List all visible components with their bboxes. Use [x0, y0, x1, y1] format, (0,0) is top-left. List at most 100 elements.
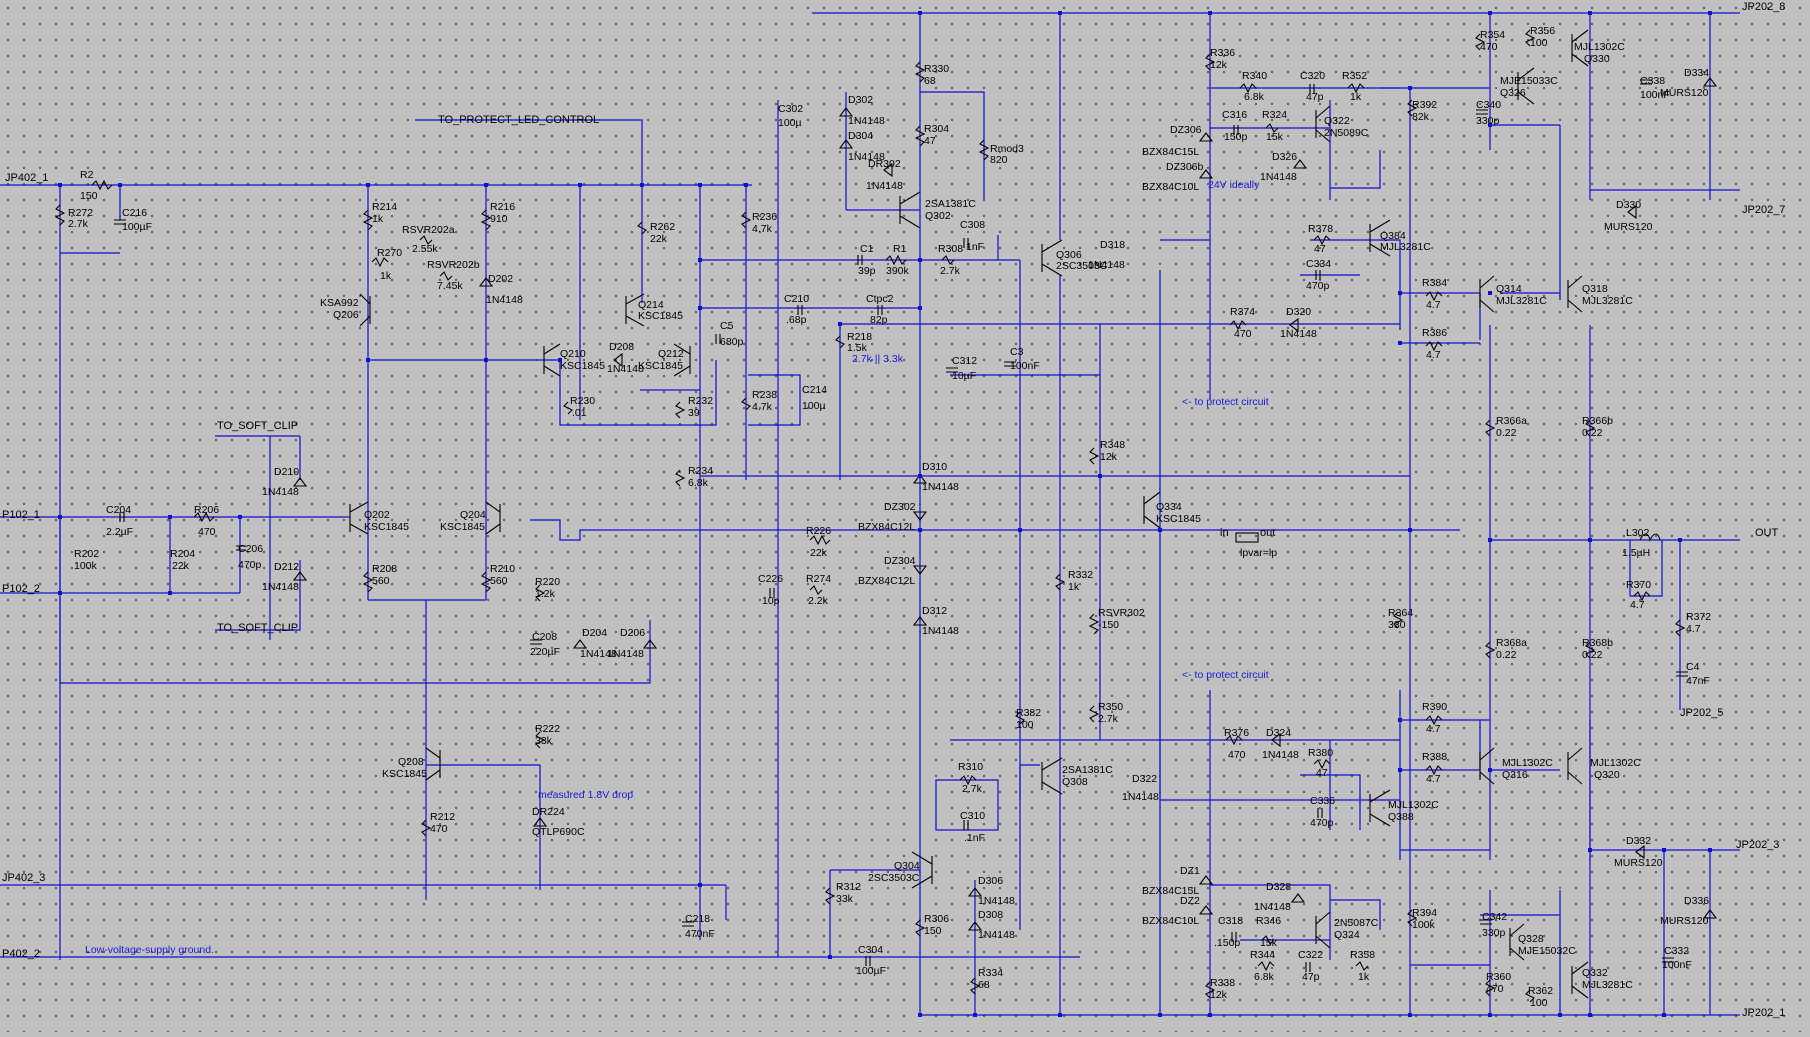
component-label: 4.7	[1686, 623, 1701, 635]
component-label: R270	[377, 247, 402, 259]
component-label: R370	[1626, 579, 1651, 591]
component-label: L302	[1626, 527, 1650, 539]
net-label: JP202_3	[1736, 839, 1779, 851]
component-label: R226	[806, 525, 831, 537]
component-label: C304	[858, 944, 883, 956]
component-label: C310	[960, 810, 985, 822]
component-label: .150p	[1214, 937, 1240, 949]
component-label: C302	[778, 103, 803, 115]
component-label: R220	[535, 576, 560, 588]
component-label: R366a	[1496, 415, 1527, 427]
component-label: 4.7k	[752, 401, 773, 413]
component-label: 33k	[836, 893, 854, 905]
component-label: R330	[924, 63, 949, 75]
net-label: TO_SOFT_CLIP	[217, 420, 298, 432]
component-label: R312	[836, 881, 861, 893]
component-label: 1N4148	[1254, 901, 1291, 913]
component-label: Q384	[1380, 230, 1406, 242]
component-label: D320	[1286, 306, 1311, 318]
component-label: KSC1845	[560, 360, 605, 372]
component-label: C340	[1476, 99, 1501, 111]
component-label: D328	[1266, 881, 1291, 893]
component-label: DR224	[532, 806, 565, 818]
component-label: 2.7k	[940, 265, 961, 277]
junction-dot	[1408, 1013, 1412, 1017]
junction-dot	[1488, 1013, 1492, 1017]
annotation-note: measured 1.8V drop	[538, 789, 633, 801]
net-label: JP202_5	[1680, 707, 1723, 719]
component-label: MJL1302C	[1502, 757, 1553, 769]
annotation-note: <- to protect circuit	[1182, 669, 1269, 681]
component-label: 1N4148	[607, 363, 644, 375]
component-label: 4.7	[1426, 773, 1441, 785]
net-label: P402_2	[2, 948, 40, 960]
component-label: R202	[74, 548, 99, 560]
junction-dot	[1398, 341, 1402, 345]
component-label: Q326	[1500, 87, 1526, 99]
component-label: R274	[806, 573, 831, 585]
component-label: R230	[570, 395, 595, 407]
junction-dot	[640, 183, 644, 187]
component-label: C322	[1298, 949, 1323, 961]
component-label: Q208	[398, 756, 424, 768]
component-label: Rmod3	[990, 143, 1024, 155]
component-label: D310	[922, 461, 947, 473]
junction-dot	[918, 306, 922, 310]
component-label: D208	[609, 341, 634, 353]
component-label: 12k	[1210, 59, 1228, 71]
component-label: 100	[1530, 37, 1548, 49]
component-label: 4.7	[1426, 723, 1441, 735]
component-label: C318	[1218, 915, 1243, 927]
component-label: Q334	[1156, 501, 1182, 513]
junction-dot	[1018, 528, 1022, 532]
component-label: R392	[1412, 99, 1437, 111]
component-label: C206	[238, 543, 263, 555]
junction-dot	[1488, 291, 1492, 295]
component-label: 1N4148	[866, 180, 903, 192]
component-label: MJL1302C	[1574, 41, 1625, 53]
component-label: BZX84C15L	[1142, 885, 1199, 897]
component-label: 100µF	[122, 221, 152, 233]
component-label: R368b	[1582, 637, 1613, 649]
component-label: BZX84C12L	[858, 575, 915, 587]
component-label: Q388	[1388, 811, 1414, 823]
component-label: 15k	[1266, 131, 1284, 143]
component-label: 470p	[238, 559, 262, 571]
component-label: R388	[1422, 751, 1447, 763]
component-label: Q328	[1518, 933, 1544, 945]
component-label: MURS120	[1604, 221, 1653, 233]
component-label: 1.2k	[535, 588, 556, 600]
junction-dot	[698, 258, 702, 262]
junction-dot	[918, 528, 922, 532]
component-label: C216	[122, 207, 147, 219]
component-label: 150	[924, 925, 942, 937]
component-label: R234	[688, 465, 713, 477]
component-label: 22k	[810, 547, 828, 559]
junction-dot	[918, 1013, 922, 1017]
junction-dot	[1158, 528, 1162, 532]
component-label: R210	[490, 563, 515, 575]
component-label: 1N4148	[486, 294, 523, 306]
component-label: MJE15033C	[1500, 75, 1558, 87]
component-label: C336	[1310, 795, 1335, 807]
component-label: R358	[1350, 949, 1375, 961]
component-label: 1N4148	[1262, 749, 1299, 761]
net-labels: JP402_1JP402_3P402_2P102_1P102_2TO_PROTE…	[2, 1, 1785, 1019]
junction-dot	[1708, 848, 1712, 852]
component-label: 1N4148	[978, 895, 1015, 907]
junction-dot	[828, 955, 832, 959]
junction-dot	[168, 591, 172, 595]
junction-dot	[58, 183, 62, 187]
junction-dot	[1398, 291, 1402, 295]
component-label: 0.22	[1582, 649, 1603, 661]
component-label: R336	[1210, 47, 1235, 59]
component-label: 2.7k	[1098, 713, 1119, 725]
junction-dot	[1708, 11, 1712, 15]
component-label: C226	[758, 573, 783, 585]
component-label: R338	[1210, 977, 1235, 989]
component-label: C334	[1306, 258, 1331, 270]
component-label: R236	[752, 211, 777, 223]
component-label: 100	[1530, 997, 1548, 1009]
component-label: R386	[1422, 327, 1447, 339]
